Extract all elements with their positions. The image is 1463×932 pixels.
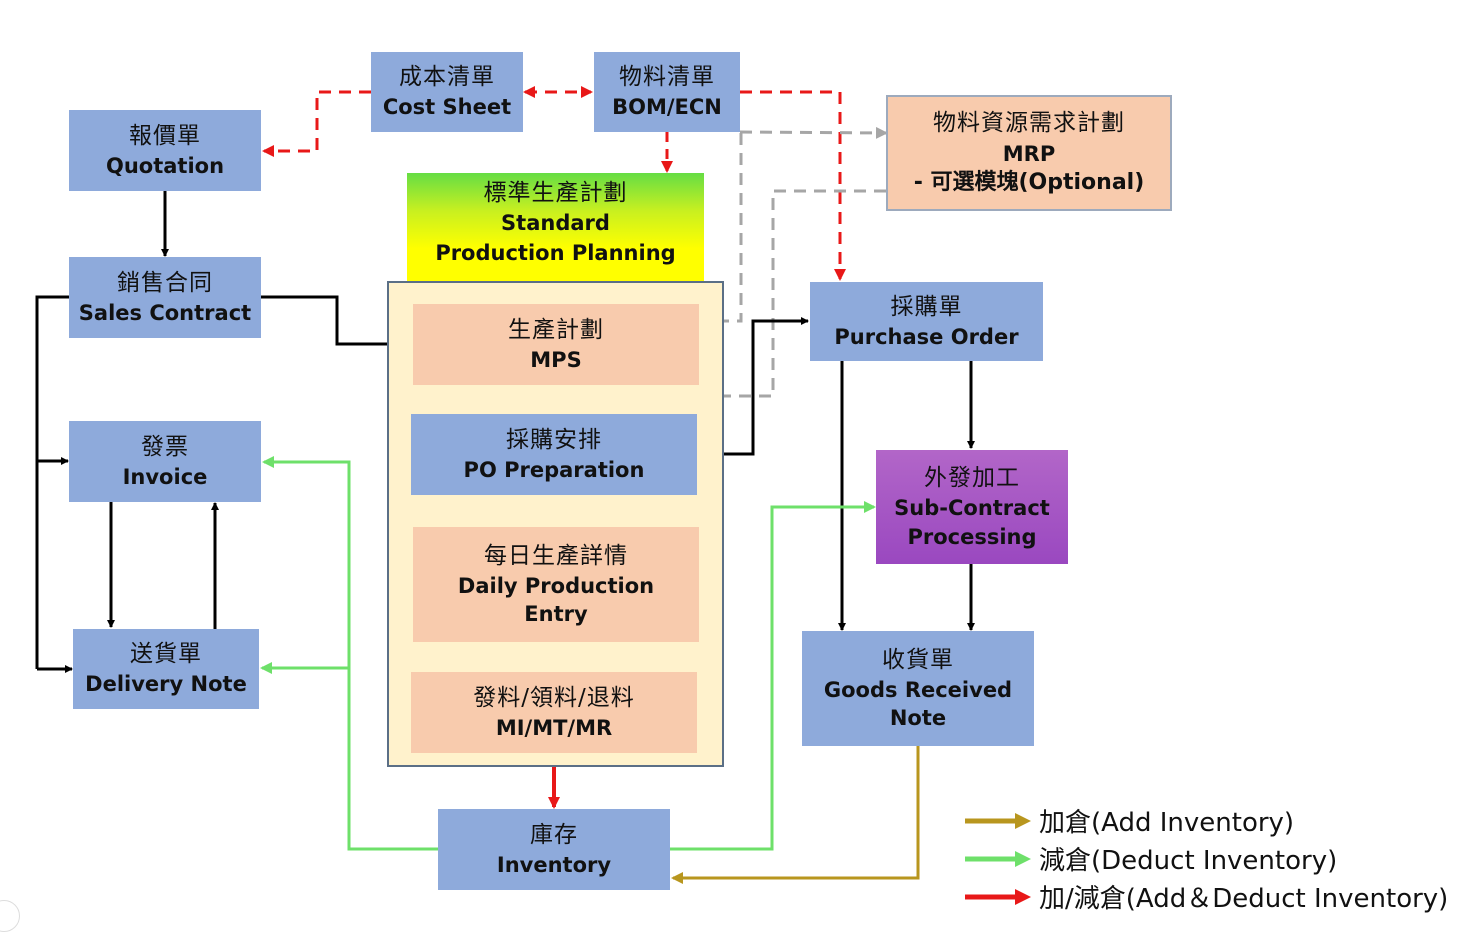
node-label-en: Inventory [496, 852, 612, 877]
node-label-en: Quotation [105, 153, 225, 178]
node-label-en: Delivery Note [85, 672, 247, 697]
node-label-en: Sub-Contract [894, 496, 1050, 521]
node-label-note: - 可選模塊(Optional) [913, 169, 1145, 195]
node-label-zh: 物料清單 [619, 64, 715, 91]
legend-item-add-deduct: 加/減倉(Add＆Deduct Inventory) [965, 878, 1448, 915]
node-label-en: MPS [530, 347, 582, 372]
node-label-en: Sales Contract [78, 300, 252, 325]
node-label-zh: 收貨單 [882, 646, 954, 673]
node-label-en: Goods Received [823, 677, 1013, 702]
node-label-en: Purchase Order [834, 324, 1019, 349]
node-sub-contract-processing[interactable]: 外發加工 Sub-Contract Processing [876, 450, 1068, 564]
node-label-zh: 發票 [141, 433, 189, 460]
node-label-zh: 生產計劃 [508, 316, 604, 343]
node-label-en: Processing [907, 524, 1037, 549]
node-label-zh: 送貨單 [130, 641, 202, 668]
node-quotation[interactable]: 報價單 Quotation [69, 110, 261, 191]
node-label-zh: 標準生產計劃 [483, 180, 628, 206]
legend-label: 加倉(Add Inventory) [1039, 808, 1295, 838]
node-label-zh: 物料資源需求計劃 [933, 110, 1125, 137]
legend-label: 減倉(Deduct Inventory) [1039, 846, 1338, 876]
node-label-en: MI/MT/MR [495, 715, 613, 740]
edge-grn-inventory [671, 745, 920, 884]
gold-arrow-icon [965, 812, 1031, 829]
node-label-en: Production Planning [435, 240, 676, 265]
edge-sales-mps [261, 295, 412, 348]
node-label-en: Entry [524, 602, 588, 627]
node-cost-sheet[interactable]: 成本清單 Cost Sheet [371, 52, 523, 132]
node-standard-production-planning[interactable]: 標準生產計劃 Standard Production Planning [407, 173, 704, 281]
node-label-zh: 成本清單 [399, 64, 495, 91]
edge-costsheet-quotation [262, 90, 371, 157]
edge-poprep-purchaseorder [697, 317, 809, 456]
edge-inventory-invoice [262, 456, 438, 851]
node-label-en: PO Preparation [463, 457, 645, 482]
node-invoice[interactable]: 發票 Invoice [69, 421, 261, 502]
node-inventory[interactable]: 庫存 Inventory [438, 809, 670, 890]
node-purchase-order[interactable]: 採購單 Purchase Order [810, 282, 1043, 361]
node-label-en: MRP [1002, 141, 1056, 166]
node-po-preparation[interactable]: 採購安排 PO Preparation [411, 414, 697, 495]
node-label-en: Standard [501, 211, 610, 236]
edge-bom-po [740, 90, 846, 281]
node-mi-mt-mr[interactable]: 發料/領料/退料 MI/MT/MR [411, 672, 697, 753]
node-daily-production-entry[interactable]: 每日生產詳情 Daily Production Entry [413, 527, 699, 642]
node-label-zh: 發料/領料/退料 [473, 684, 635, 711]
edge-inventory-subcontract [669, 501, 876, 851]
node-mrp[interactable]: 物料資源需求計劃 MRP - 可選模塊(Optional) [886, 95, 1172, 211]
node-bom-ecn[interactable]: 物料清單 BOM/ECN [594, 52, 740, 132]
node-label-zh: 銷售合同 [117, 269, 213, 296]
node-label-en: Note [889, 706, 947, 731]
legend-label: 加/減倉(Add＆Deduct Inventory) [1039, 884, 1449, 914]
legend-item-add: 加倉(Add Inventory) [965, 802, 1294, 839]
edge-sales-left-bus [35, 295, 69, 669]
edge-mps-mrp [697, 133, 743, 323]
node-label-zh: 庫存 [530, 821, 578, 848]
green-arrow-icon [965, 850, 1031, 867]
node-label-zh: 採購單 [890, 293, 963, 320]
node-mps[interactable]: 生產計劃 MPS [413, 304, 699, 385]
node-sales-contract[interactable]: 銷售合同 Sales Contract [69, 257, 261, 338]
node-label-en: BOM/ECN [612, 95, 722, 120]
node-delivery-note[interactable]: 送貨單 Delivery Note [73, 629, 259, 709]
node-label-en: Daily Production [457, 573, 655, 598]
node-label-en: Invoice [122, 464, 208, 489]
node-label-zh: 報價單 [129, 122, 201, 149]
node-label-zh: 採購安排 [506, 426, 602, 453]
node-label-zh: 每日生產詳情 [484, 542, 628, 569]
node-goods-received-note[interactable]: 收貨單 Goods Received Note [802, 631, 1034, 746]
legend-item-deduct: 減倉(Deduct Inventory) [965, 840, 1337, 877]
red-arrow-icon [965, 888, 1031, 905]
node-label-zh: 外發加工 [924, 465, 1020, 492]
node-label-en: Cost Sheet [382, 95, 512, 120]
edge-bom-mrp [739, 126, 888, 139]
